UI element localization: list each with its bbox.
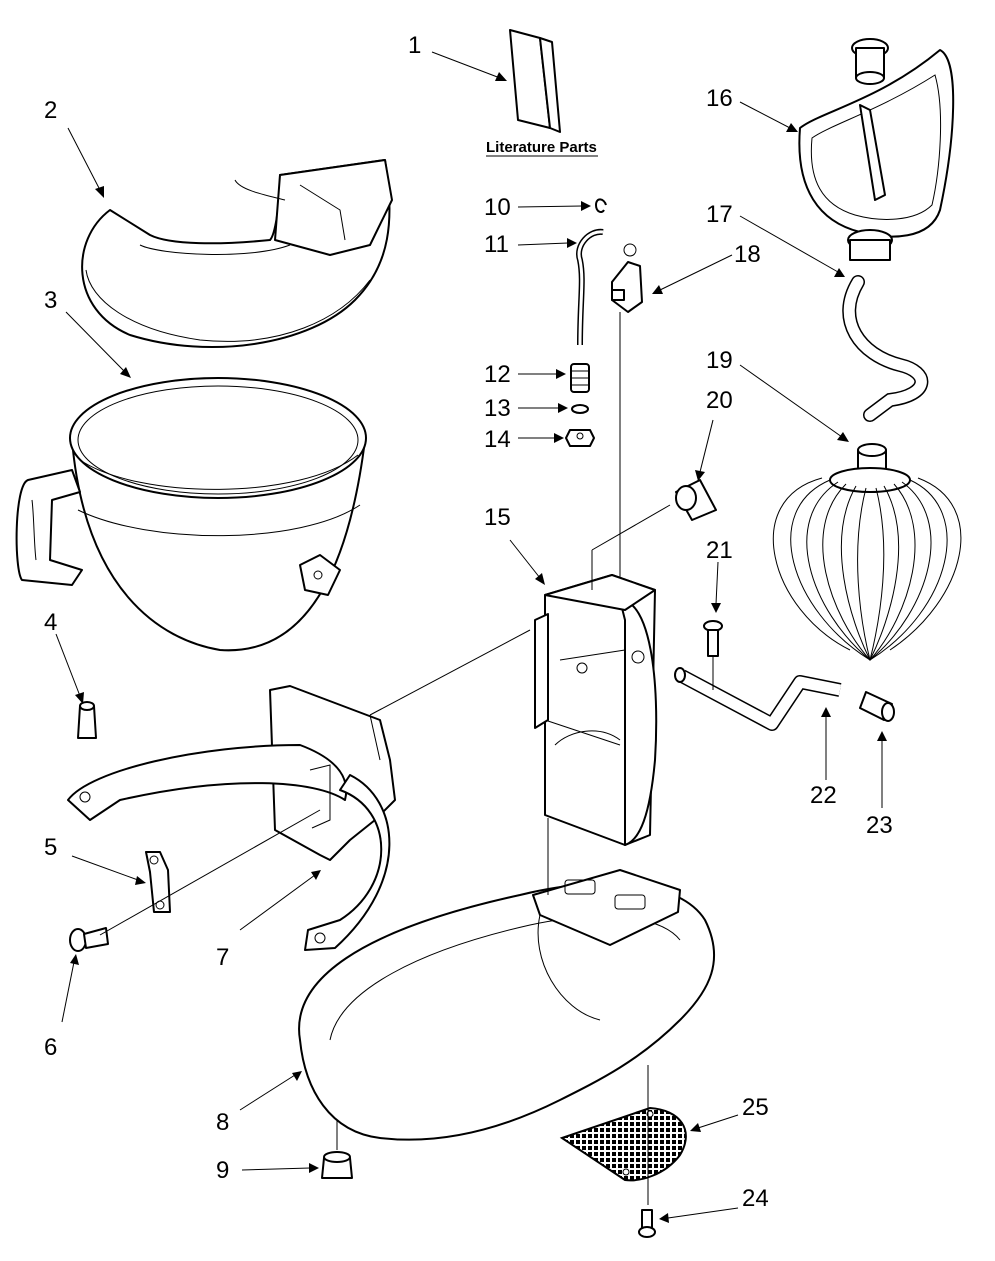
callout-22: 22	[810, 782, 837, 809]
callout-15: 15	[484, 504, 511, 531]
callout-12: 12	[484, 361, 511, 388]
callout-21: 21	[706, 537, 733, 564]
nut-part	[565, 429, 595, 447]
literature-parts-part: Literature Parts	[486, 29, 598, 157]
base-part	[298, 869, 715, 1141]
pouring-shield-part	[81, 159, 393, 349]
pin-part	[77, 701, 97, 739]
callout-11: 11	[484, 231, 509, 258]
callout-1: 1	[408, 32, 421, 59]
assembly-lines	[99, 504, 714, 1205]
callout-18: 18	[734, 241, 761, 268]
callout-24: 24	[742, 1185, 769, 1212]
callout-19: 19	[706, 347, 733, 374]
callout-23: 23	[866, 812, 893, 839]
knob-part	[675, 479, 717, 521]
foot-part	[321, 1151, 353, 1179]
handle-grip-part	[859, 691, 895, 722]
callout-labels: 1 2 3 4 5 6 7 8 9 10 11 12 13 14 15 16 1…	[44, 32, 893, 1212]
clip-part	[145, 851, 171, 913]
callout-2: 2	[44, 97, 57, 124]
rod-part	[576, 228, 604, 346]
column-housing-part	[534, 574, 658, 846]
bowl-part	[15, 377, 367, 652]
crank-handle-part	[674, 667, 842, 731]
callout-3: 3	[44, 287, 57, 314]
literature-parts-caption: Literature Parts	[486, 139, 597, 156]
callout-25: 25	[742, 1094, 769, 1121]
dough-hook-part	[842, 229, 929, 422]
callout-7: 7	[216, 944, 229, 971]
wire-whip-part	[772, 443, 962, 662]
callout-13: 13	[484, 395, 511, 422]
callout-8: 8	[216, 1109, 229, 1136]
callout-14: 14	[484, 426, 511, 453]
spring-part	[570, 363, 590, 393]
callout-20: 20	[706, 387, 733, 414]
flat-beater-part	[798, 38, 955, 238]
handle-screw-part	[703, 620, 723, 657]
callout-10: 10	[484, 194, 511, 221]
base-screw-part	[638, 1209, 656, 1238]
callout-9: 9	[216, 1157, 229, 1184]
mesh-pad-part	[559, 1106, 687, 1182]
retaining-ring-part	[594, 198, 607, 214]
bowl-support-part	[67, 685, 396, 951]
callout-5: 5	[44, 834, 57, 861]
callout-16: 16	[706, 85, 733, 112]
callout-4: 4	[44, 609, 57, 636]
screw-part	[69, 927, 109, 952]
callout-6: 6	[44, 1034, 57, 1061]
callout-leaders	[55, 51, 887, 1223]
washer-part	[571, 404, 589, 414]
callout-17: 17	[706, 201, 733, 228]
